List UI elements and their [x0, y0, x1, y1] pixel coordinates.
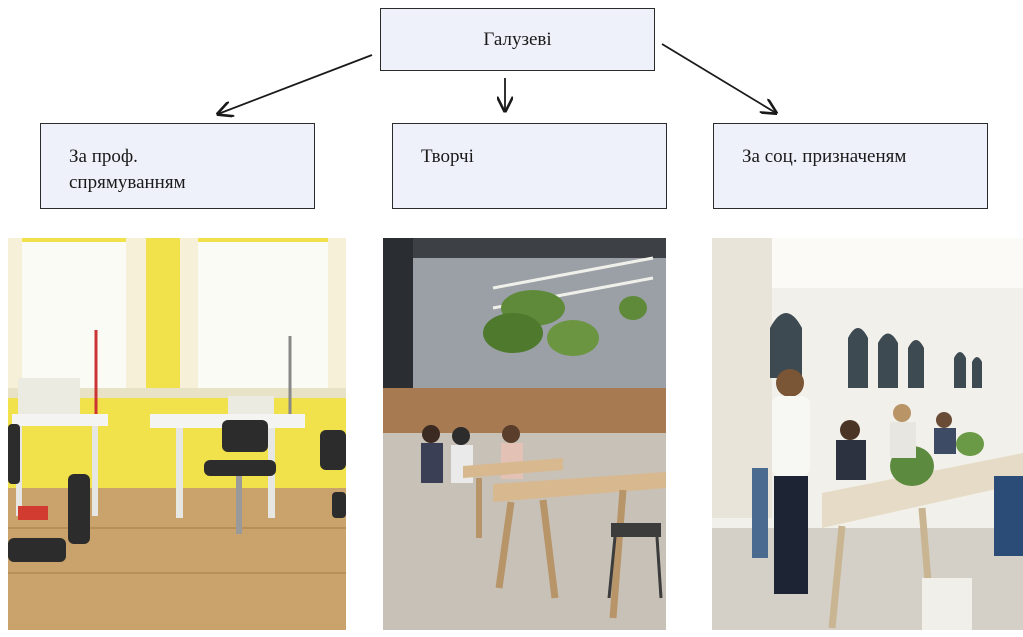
category-label-line: Творчі: [421, 146, 474, 167]
category-label-line: За соц. призначеням: [742, 146, 907, 167]
category-node-professional: За проф. спрямуванням: [40, 123, 315, 209]
sewing-workshop-photo: [8, 238, 346, 630]
arrow-to-social: [661, 43, 776, 113]
arrow-to-prof: [218, 54, 373, 114]
category-node-social: За соц. призначеням: [713, 123, 988, 209]
category-node-creative: Творчі: [392, 123, 667, 209]
root-node-label: Галузеві: [483, 28, 552, 50]
social-meeting-room-photo: [712, 238, 1023, 630]
root-node: Галузеві: [380, 8, 655, 71]
creative-workshop-photo: [383, 238, 666, 630]
category-label-line: За проф.: [69, 146, 138, 167]
category-label-line: спрямуванням: [69, 171, 186, 193]
